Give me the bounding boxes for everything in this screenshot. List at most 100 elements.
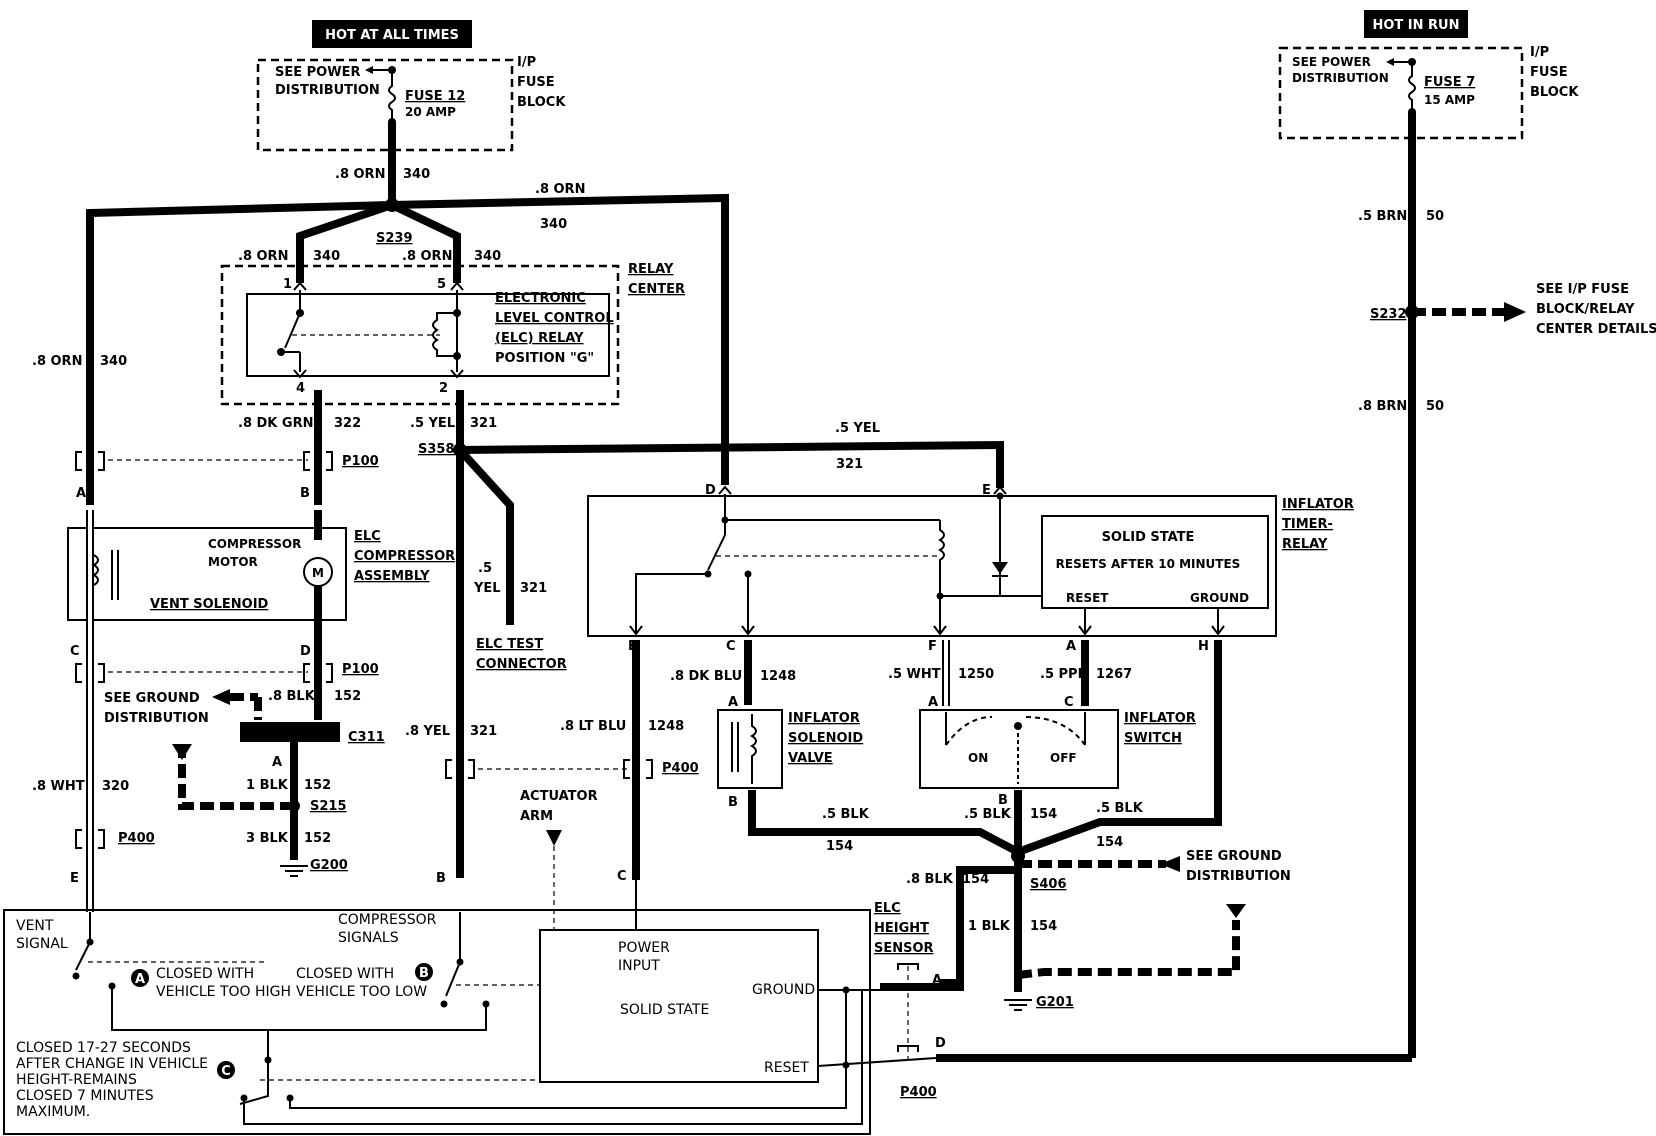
svg-text:C: C <box>617 869 627 884</box>
svg-text:A: A <box>135 972 145 987</box>
svg-text:D: D <box>300 644 311 659</box>
svg-text:CLOSED WITH: CLOSED WITH <box>156 966 254 982</box>
splice-s406 <box>1011 849 1025 863</box>
svg-text:340: 340 <box>100 354 127 369</box>
badge-b-icon: B <box>415 963 433 981</box>
svg-text:YEL: YEL <box>473 581 501 596</box>
arrow-right-icon <box>1504 302 1526 322</box>
svg-text:340: 340 <box>403 167 430 182</box>
svg-text:M: M <box>312 566 324 580</box>
svg-text:1: 1 <box>283 277 292 292</box>
svg-text:S215: S215 <box>310 799 347 814</box>
hot-in-run-tag: HOT IN RUN <box>1364 10 1468 38</box>
svg-text:.5 WHT: .5 WHT <box>888 667 941 682</box>
svg-text:.5 YEL: .5 YEL <box>410 416 455 431</box>
svg-text:ELC TEST: ELC TEST <box>476 637 543 652</box>
svg-text:50: 50 <box>1426 399 1444 414</box>
sensor-solid-state <box>539 929 819 1083</box>
svg-text:C311: C311 <box>348 730 385 745</box>
svg-text:SIGNALS: SIGNALS <box>338 930 399 946</box>
inflator-switch <box>919 709 1119 789</box>
svg-text:.8 ORN: .8 ORN <box>238 249 288 264</box>
svg-text:C: C <box>70 644 80 659</box>
svg-text:SOLENOID: SOLENOID <box>788 731 863 746</box>
svg-text:321: 321 <box>836 457 863 472</box>
svg-text:C: C <box>1064 695 1074 710</box>
svg-text:1248: 1248 <box>648 719 684 734</box>
svg-text:.8 ORN: .8 ORN <box>335 167 385 182</box>
svg-text:D: D <box>935 1036 946 1051</box>
badge-c-icon: C <box>217 1061 235 1079</box>
svg-text:ELECTRONIC: ELECTRONIC <box>495 291 586 306</box>
svg-text:GROUND: GROUND <box>752 982 815 998</box>
svg-text:CENTER DETAILS: CENTER DETAILS <box>1536 322 1656 337</box>
svg-text:INFLATOR: INFLATOR <box>788 711 860 726</box>
svg-text:D: D <box>705 483 716 498</box>
svg-text:340: 340 <box>540 217 567 232</box>
connector-p400-left: P400 <box>75 829 155 849</box>
svg-text:A: A <box>932 973 942 988</box>
actuator-arm-icon <box>546 830 562 846</box>
svg-text:.8 BLK: .8 BLK <box>268 689 316 704</box>
svg-text:ASSEMBLY: ASSEMBLY <box>354 569 430 584</box>
svg-text:ACTUATOR: ACTUATOR <box>520 789 598 804</box>
svg-text:RELAY: RELAY <box>628 262 674 277</box>
svg-text:RESETS AFTER 10 MINUTES: RESETS AFTER 10 MINUTES <box>1056 557 1241 571</box>
svg-text:B: B <box>436 871 446 886</box>
svg-text:SENSOR: SENSOR <box>874 941 934 956</box>
svg-text:S239: S239 <box>376 231 413 246</box>
svg-text:154: 154 <box>962 872 989 887</box>
svg-text:322: 322 <box>334 416 361 431</box>
svg-text:154: 154 <box>826 839 853 854</box>
elc-relay <box>246 293 610 377</box>
ground-g200-icon <box>280 865 308 877</box>
svg-text:.5 YEL: .5 YEL <box>835 421 880 436</box>
svg-text:154: 154 <box>1096 835 1123 850</box>
svg-text:2: 2 <box>439 381 448 396</box>
svg-text:TIMER-: TIMER- <box>1282 517 1333 532</box>
svg-text:RESET: RESET <box>764 1060 809 1076</box>
svg-text:SOLID STATE: SOLID STATE <box>620 1002 709 1018</box>
relay-center <box>220 264 620 406</box>
svg-text:HEIGHT: HEIGHT <box>874 921 929 936</box>
svg-text:SEE POWER: SEE POWER <box>275 65 360 80</box>
svg-text:B: B <box>998 793 1008 808</box>
inflator-timer-relay <box>587 495 1277 637</box>
ground-arrow-icon <box>212 689 230 705</box>
svg-text:COMPRESSOR: COMPRESSOR <box>354 549 455 564</box>
svg-text:DISTRIBUTION: DISTRIBUTION <box>104 711 209 726</box>
svg-text:A: A <box>1066 639 1076 654</box>
svg-text:MAXIMUM.: MAXIMUM. <box>16 1104 90 1120</box>
svg-text:INPUT: INPUT <box>618 958 660 974</box>
svg-text:P400: P400 <box>662 761 699 776</box>
svg-text:321: 321 <box>520 581 547 596</box>
svg-text:HEIGHT-REMAINS: HEIGHT-REMAINS <box>16 1072 137 1088</box>
svg-text:ON: ON <box>968 751 988 765</box>
svg-text:AFTER CHANGE IN VEHICLE: AFTER CHANGE IN VEHICLE <box>16 1056 208 1072</box>
svg-text:FUSE: FUSE <box>1530 65 1568 80</box>
svg-text:FUSE 7: FUSE 7 <box>1424 75 1475 90</box>
svg-text:CLOSED 17-27 SECONDS: CLOSED 17-27 SECONDS <box>16 1040 191 1056</box>
svg-text:CONNECTOR: CONNECTOR <box>476 657 567 672</box>
svg-text:P100: P100 <box>342 454 379 469</box>
svg-text:321: 321 <box>470 416 497 431</box>
svg-text:HOT AT ALL TIMES: HOT AT ALL TIMES <box>325 28 459 43</box>
svg-text:F: F <box>928 639 937 654</box>
svg-text:20 AMP: 20 AMP <box>405 105 456 119</box>
connector-c311 <box>240 722 340 742</box>
ip-fuse-block-right <box>1278 46 1524 140</box>
svg-text:INFLATOR: INFLATOR <box>1124 711 1196 726</box>
svg-text:DISTRIBUTION: DISTRIBUTION <box>1186 869 1291 884</box>
svg-text:E: E <box>70 871 79 886</box>
svg-text:154: 154 <box>1030 919 1057 934</box>
svg-text:FUSE: FUSE <box>517 75 555 90</box>
svg-text:A: A <box>928 695 938 710</box>
svg-text:.5 BLK: .5 BLK <box>822 807 870 822</box>
svg-text:VENT SOLENOID: VENT SOLENOID <box>150 597 269 612</box>
svg-text:.5 BLK: .5 BLK <box>1096 801 1144 816</box>
svg-text:HOT IN RUN: HOT IN RUN <box>1372 18 1459 33</box>
svg-text:VEHICLE TOO LOW: VEHICLE TOO LOW <box>296 984 427 1000</box>
fuse-7-icon <box>1408 62 1416 112</box>
svg-text:B: B <box>419 966 429 981</box>
